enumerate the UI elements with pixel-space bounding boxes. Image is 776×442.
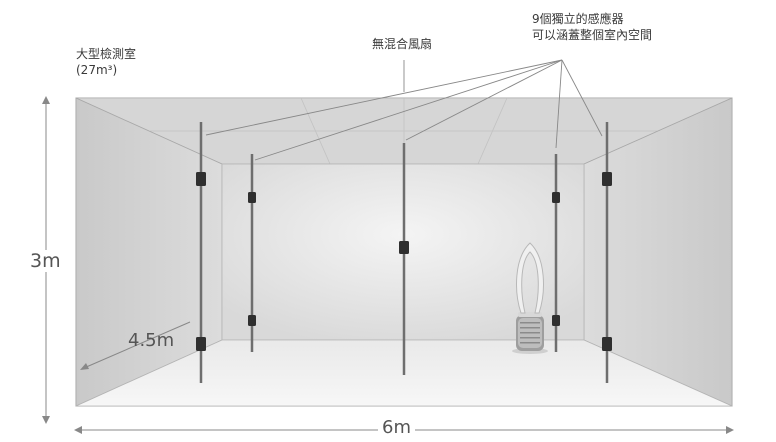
height-dimension: 3m: [26, 250, 65, 272]
sensors-label: 9個獨立的感應器 可以涵蓋整個室內空間: [532, 11, 652, 43]
chamber-label-line1: 大型檢測室: [76, 47, 137, 61]
sensors: [196, 172, 612, 351]
sensor-6: [552, 192, 560, 203]
sensors-label-line2: 可以涵蓋整個室內空間: [532, 28, 653, 42]
leader-lines: [205, 59, 603, 161]
sensor-1: [196, 172, 206, 186]
air-purifier: [512, 242, 548, 354]
fan-label: 無混合風扇: [372, 37, 433, 51]
sensor-5: [399, 241, 409, 254]
chamber-label: 大型檢測室 (27m³): [76, 46, 136, 78]
sensor-2: [196, 337, 206, 351]
sensors-label-line1: 9個獨立的感應器: [532, 12, 624, 26]
sensor-4: [248, 315, 256, 326]
sensor-9: [602, 337, 612, 351]
sensor-3: [248, 192, 256, 203]
width-dimension: 6m: [378, 417, 415, 438]
depth-dimension: 4.5m: [128, 330, 175, 351]
sensor-7: [552, 315, 560, 326]
sensor-8: [602, 172, 612, 186]
chamber-label-line2: (27m³): [76, 63, 118, 77]
